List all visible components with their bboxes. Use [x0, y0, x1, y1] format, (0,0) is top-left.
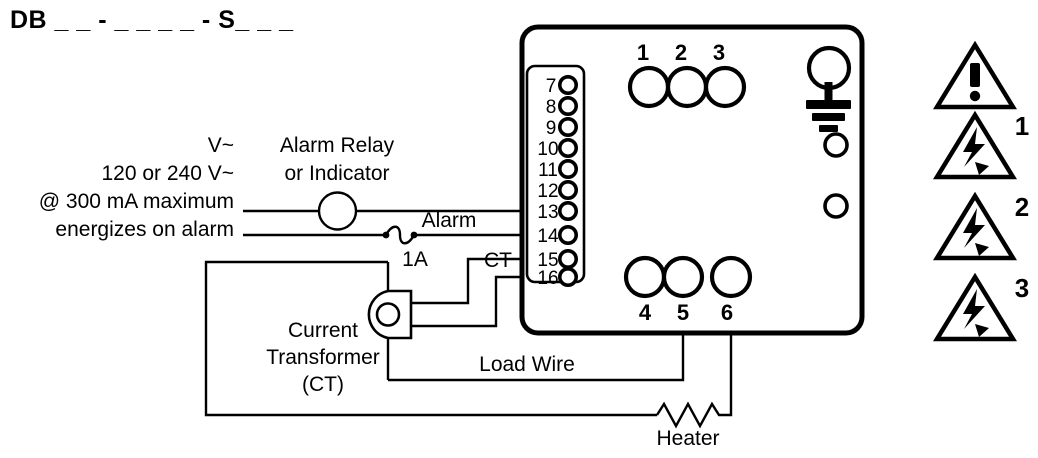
- terminal-label-6: 6: [721, 300, 733, 325]
- terminal-contact-4[interactable]: [623, 255, 667, 299]
- fuse-symbol: [384, 225, 416, 245]
- terminal-contact-15[interactable]: [557, 249, 578, 270]
- terminal-label-3: 3: [713, 40, 725, 65]
- load-wire-to-terminal5: [388, 334, 685, 382]
- load-wire-path: [204, 260, 657, 417]
- supply-label-line2: 120 or 240 V~: [101, 162, 234, 185]
- terminal-strip-contacts: 7 8 9 10 11 12 13 14 15 16: [537, 75, 578, 289]
- terminal-contact-3[interactable]: [703, 65, 747, 109]
- current-transformer-symbol: [367, 262, 413, 380]
- warning-triangle-exclamation: [932, 40, 1018, 110]
- warning-triangle-lightning-3: [932, 272, 1018, 342]
- terminal-label-10: 10: [537, 139, 558, 160]
- terminal-contact-16[interactable]: [557, 266, 578, 287]
- supply-label-line3: @ 300 mA maximum: [39, 190, 234, 213]
- bottom-terminals: 4 5 6: [623, 255, 753, 325]
- terminal-label-8: 8: [546, 97, 557, 118]
- lightning-bolt-glyph: [963, 208, 989, 256]
- ct-wire-label: CT: [484, 249, 512, 272]
- terminal-label-16: 16: [537, 268, 558, 289]
- fuse-label: 1A: [402, 248, 428, 271]
- terminal-contact-7[interactable]: [557, 75, 578, 96]
- ct-label-line1: Current: [288, 319, 358, 342]
- fuse-node-right: [410, 231, 418, 239]
- terminal-contact-6[interactable]: [709, 255, 753, 299]
- terminal-contact-5[interactable]: [661, 255, 705, 299]
- terminal-label-15: 15: [537, 250, 558, 271]
- warning-triangle-lightning-2: [932, 191, 1018, 261]
- heater-label: Heater: [656, 427, 719, 450]
- alarm-relay-label-line2: or Indicator: [284, 162, 389, 185]
- terminal-label-5: 5: [677, 300, 689, 325]
- load-wire-label: Load Wire: [479, 353, 575, 376]
- earth-ground-icon: [806, 82, 851, 132]
- alarm-top-wire: [243, 191, 530, 231]
- terminal-contact-9[interactable]: [557, 117, 578, 138]
- terminal-label-11: 11: [538, 160, 558, 181]
- terminal-contact-10[interactable]: [557, 138, 578, 159]
- ct-secondary-wires: [411, 257, 530, 328]
- exclamation-dot: [969, 90, 981, 102]
- warning-number-1: 1: [1015, 111, 1029, 141]
- terminal-label-13: 13: [537, 202, 558, 223]
- terminal-contact-8[interactable]: [557, 96, 578, 117]
- terminal-label-14: 14: [537, 226, 559, 247]
- terminal-contact-2[interactable]: [665, 65, 709, 109]
- terminal-label-2: 2: [675, 40, 687, 65]
- warning-number-3: 3: [1015, 273, 1029, 303]
- terminal-contact-1[interactable]: [627, 65, 671, 109]
- alarm-wire-label: Alarm: [422, 209, 477, 232]
- alarm-bottom-wire: [243, 225, 530, 245]
- lightning-bolt-glyph: [963, 127, 989, 175]
- mounting-hole-lower: [823, 193, 849, 219]
- lightning-bolt-glyph: [963, 289, 989, 337]
- terminal-contact-11[interactable]: [557, 159, 578, 180]
- terminal-label-1: 1: [637, 40, 649, 65]
- supply-label-line4: energizes on alarm: [55, 218, 234, 241]
- device-enclosure: [519, 24, 865, 336]
- mounting-hole-upper: [823, 132, 849, 158]
- model-number-title: DB _ _ - _ _ _ _ - S_ _ _: [10, 6, 294, 34]
- terminal-contact-14[interactable]: [557, 225, 578, 246]
- top-terminals: 1 2 3: [627, 40, 747, 109]
- alarm-relay-symbol: [317, 191, 358, 231]
- alarm-relay-label-line1: Alarm Relay: [280, 134, 395, 157]
- heater-symbol: [655, 334, 733, 429]
- terminal-label-7: 7: [546, 76, 557, 97]
- terminal-label-4: 4: [639, 300, 652, 325]
- ct-label-line2: Transformer: [266, 346, 380, 369]
- terminal-contact-13[interactable]: [557, 201, 578, 222]
- terminal-label-12: 12: [537, 181, 558, 202]
- warning-triangle-lightning-1: [932, 110, 1018, 180]
- terminal-contact-12[interactable]: [557, 180, 578, 201]
- ground-terminal-group: [806, 45, 852, 219]
- terminal-label-9: 9: [546, 118, 557, 139]
- warning-number-2: 2: [1015, 192, 1029, 222]
- supply-label-line1: V~: [208, 134, 234, 157]
- ct-label-line3: (CT): [302, 373, 344, 396]
- exclamation-bar: [970, 63, 980, 87]
- fuse-node-left: [382, 231, 390, 239]
